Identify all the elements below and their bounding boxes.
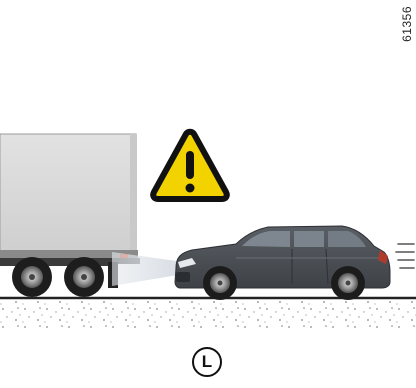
car-wheel-front bbox=[203, 266, 237, 300]
figure-reference-code: 61356 bbox=[400, 6, 414, 42]
trailer-rear-edge bbox=[130, 134, 137, 252]
warning-triangle-icon bbox=[153, 132, 227, 199]
view-label-badge: L bbox=[192, 347, 222, 377]
car bbox=[175, 226, 390, 300]
motion-lines bbox=[396, 244, 414, 268]
sensor-beam bbox=[112, 252, 184, 286]
trailer-body bbox=[0, 134, 136, 252]
car-grille bbox=[176, 272, 190, 282]
road-gravel bbox=[0, 300, 416, 328]
road bbox=[0, 298, 416, 328]
car-side-window-front bbox=[294, 231, 324, 247]
truck-wheel-rear bbox=[64, 257, 104, 297]
truck-wheel-front bbox=[12, 257, 52, 297]
car-wheel-rear bbox=[331, 266, 365, 300]
